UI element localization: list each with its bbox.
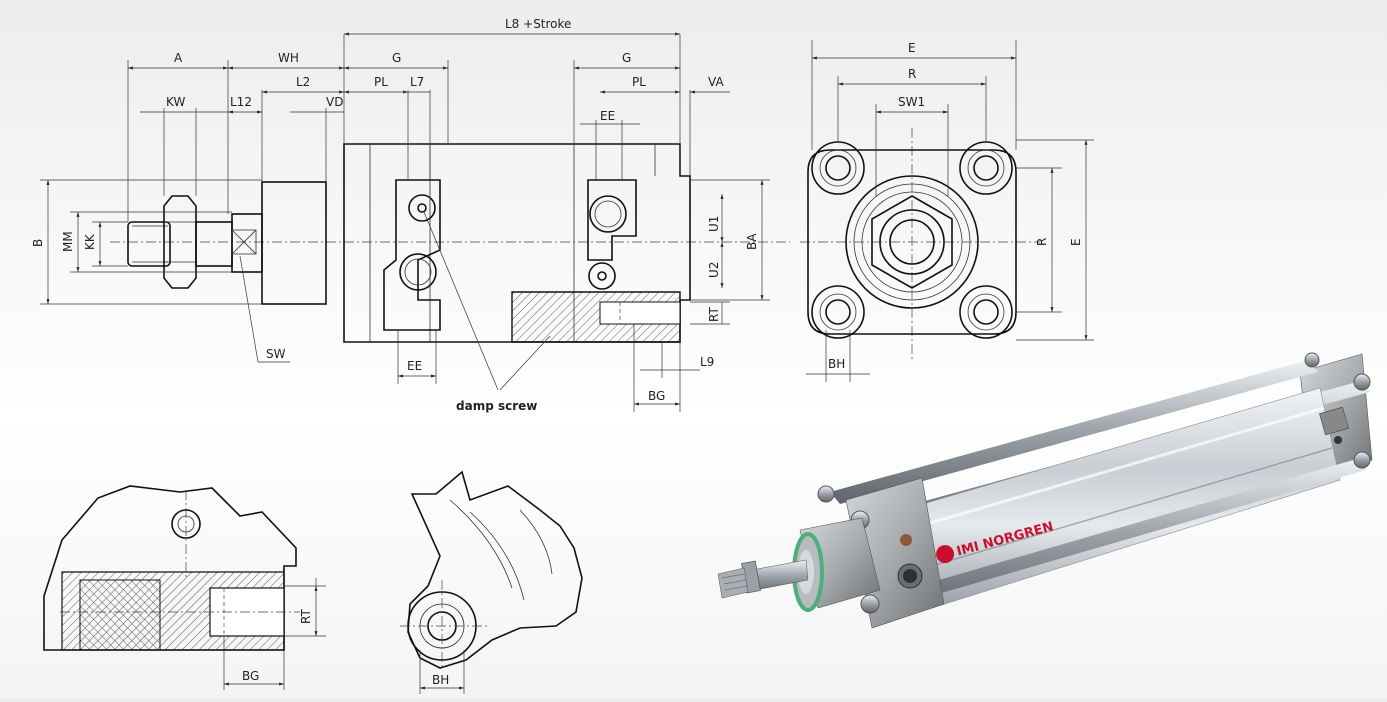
label-detail-bg: BG xyxy=(242,669,259,683)
label-detail-bh: BH xyxy=(432,673,449,687)
label-u2: U2 xyxy=(707,262,721,278)
label-r-top: R xyxy=(908,67,916,81)
label-a: A xyxy=(174,51,183,65)
side-view: L8 +Stroke A WH G G L2 PL L7 PL VA KW L1… xyxy=(31,17,790,413)
label-bg: BG xyxy=(648,389,665,403)
label-sw1: SW1 xyxy=(898,95,925,109)
label-l2: L2 xyxy=(296,75,310,89)
label-ba: BA xyxy=(745,233,759,250)
label-l7: L7 xyxy=(410,75,424,89)
label-damp-screw: damp screw xyxy=(456,399,537,413)
cylinder-photo: IMI NORGREN xyxy=(717,352,1373,629)
detail-middle: BH xyxy=(400,470,583,694)
label-l12: L12 xyxy=(230,95,252,109)
label-r-side: R xyxy=(1035,238,1049,246)
label-l9: L9 xyxy=(700,355,714,369)
label-pl-right: PL xyxy=(632,75,646,89)
label-g-left: G xyxy=(392,51,401,65)
label-kw: KW xyxy=(166,95,185,109)
label-wh: WH xyxy=(278,51,299,65)
label-mm: MM xyxy=(61,231,75,252)
label-va: VA xyxy=(708,75,724,89)
label-b: B xyxy=(31,239,45,247)
label-vd: VD xyxy=(326,95,343,109)
label-e-top: E xyxy=(908,41,916,55)
label-pl-left: PL xyxy=(374,75,388,89)
norgren-logo-icon xyxy=(936,545,955,564)
label-g-right: G xyxy=(622,51,631,65)
label-kk: KK xyxy=(83,233,97,250)
label-e-side: E xyxy=(1069,238,1083,246)
label-rt: RT xyxy=(707,307,721,322)
label-sw: SW xyxy=(266,347,286,361)
end-view: E R SW1 R E BH xyxy=(800,40,1094,382)
label-u1: U1 xyxy=(707,216,721,232)
label-l8-stroke: L8 +Stroke xyxy=(505,17,571,31)
label-detail-rt: RT xyxy=(299,609,313,624)
detail-left: RT BG xyxy=(43,485,326,690)
label-ee-top: EE xyxy=(600,109,615,123)
label-bh: BH xyxy=(828,357,845,371)
label-ee-bottom: EE xyxy=(407,359,422,373)
